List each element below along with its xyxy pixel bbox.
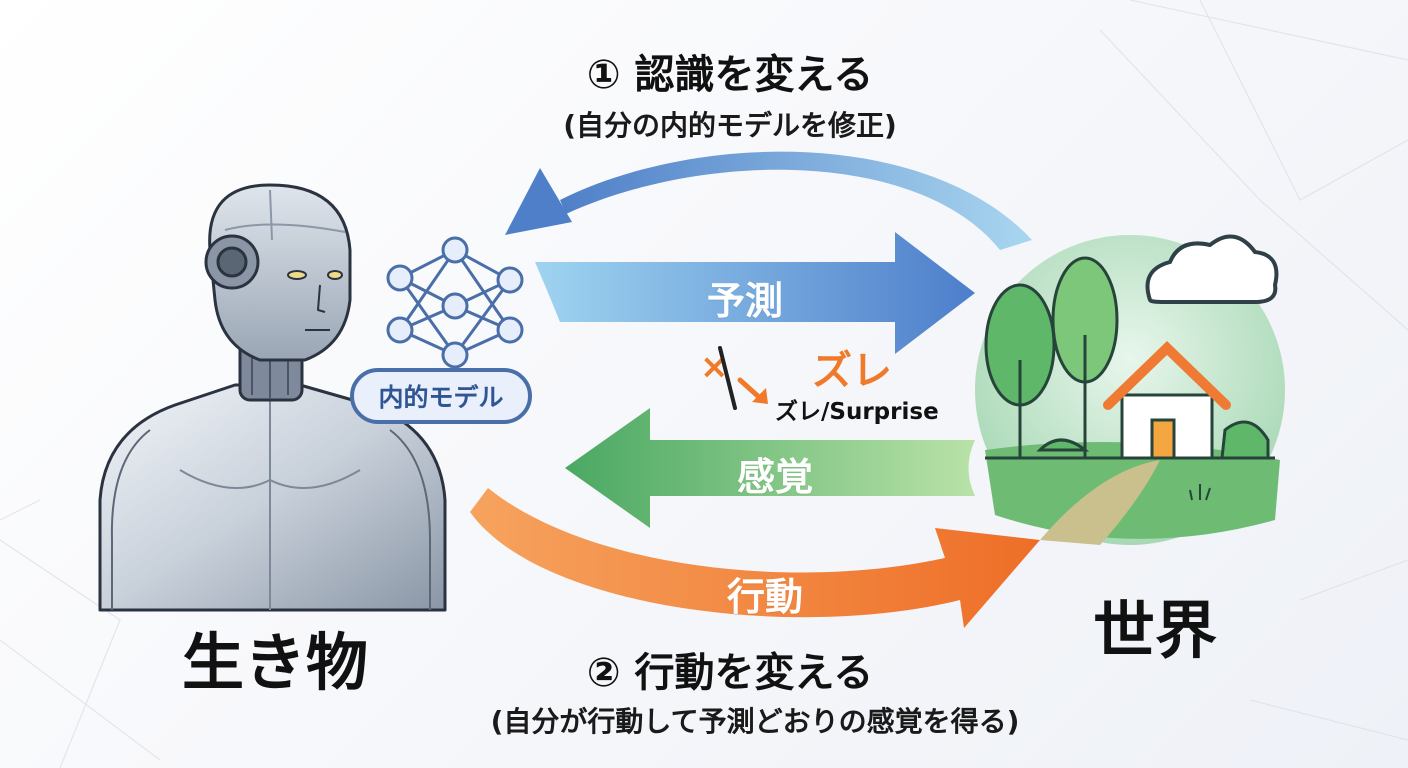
robot-figure xyxy=(98,183,447,612)
mismatch-icon: × xyxy=(700,346,768,410)
prediction-arrow xyxy=(535,232,975,354)
bottom-title: ② 行動を変える xyxy=(586,650,874,696)
sensation-arrow xyxy=(565,408,975,528)
world-label: 世界 xyxy=(1092,594,1217,667)
internal-model-label: 内的モデル xyxy=(378,383,504,412)
organism-label: 生き物 xyxy=(181,626,368,699)
mismatch-small-text: ズレ/Surprise xyxy=(775,399,939,425)
action-arrow xyxy=(470,488,1040,628)
top-title: ① 認識を変える xyxy=(586,52,874,98)
mismatch-big-text: ズレ xyxy=(812,348,892,394)
action-label: 行動 xyxy=(726,575,803,619)
cloud-icon xyxy=(1145,234,1279,304)
recognition-arrow xyxy=(505,151,1032,250)
internal-model-badge: 内的モデル xyxy=(350,368,532,424)
top-subtitle: (自分の内的モデルを修正) xyxy=(563,109,897,142)
sensation-label: 感覚 xyxy=(736,455,813,499)
world-landscape-icon xyxy=(975,235,1285,545)
bottom-subtitle: (自分が行動して予測どおりの感覚を得る) xyxy=(490,705,1020,738)
prediction-label: 予測 xyxy=(706,279,783,323)
neural-network-icon xyxy=(386,236,524,369)
